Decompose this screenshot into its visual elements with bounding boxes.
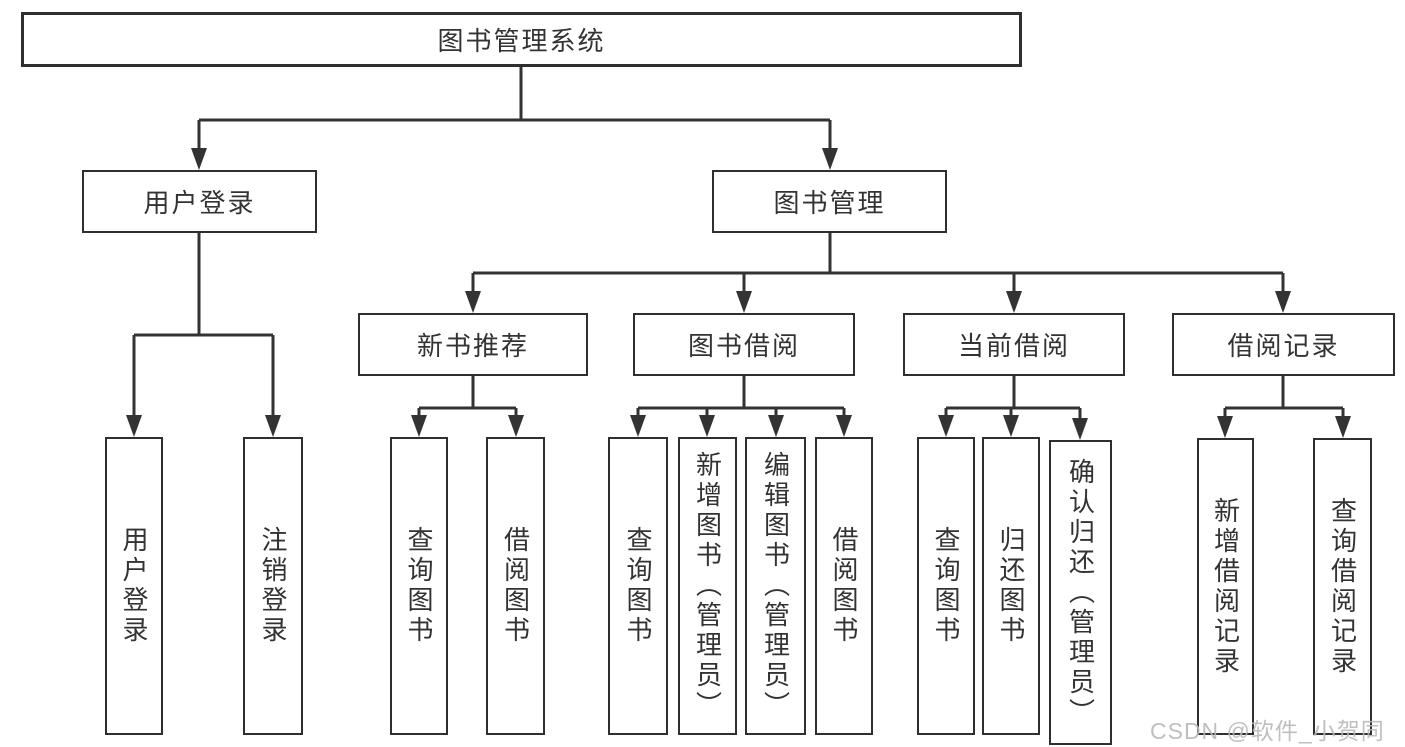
leaf-query-books-borrow: 查询图书: [608, 437, 668, 735]
leaf-return-book: 归还图书: [982, 437, 1040, 735]
leaf-edit-book-admin: 编辑图书（管理员）: [745, 437, 806, 735]
node-current-borrow: 当前借阅: [903, 313, 1125, 376]
leaf-add-book-admin: 新增图书（管理员）: [678, 437, 737, 735]
leaf-confirm-return-admin: 确认归还（管理员）: [1049, 440, 1112, 745]
node-book-management: 图书管理: [712, 170, 947, 233]
node-library-management-system: 图书管理系统: [21, 12, 1022, 67]
leaf-logout: 注销登录: [243, 437, 303, 735]
leaf-user-login: 用户登录: [105, 437, 163, 735]
leaf-borrow-books-borrow: 借阅图书: [815, 437, 873, 735]
node-new-book-recommend: 新书推荐: [358, 313, 588, 376]
leaf-borrow-books-recommend: 借阅图书: [486, 437, 545, 735]
leaf-add-borrow-record: 新增借阅记录: [1197, 438, 1254, 735]
node-book-borrow: 图书借阅: [633, 313, 855, 376]
csdn-watermark: CSDN @软件_小贺同学: [1150, 718, 1385, 744]
node-user-login: 用户登录: [82, 170, 317, 233]
leaf-query-borrow-record: 查询借阅记录: [1313, 438, 1372, 735]
arrowheads: [126, 148, 1351, 440]
leaf-query-books-current: 查询图书: [917, 437, 975, 735]
node-borrow-records: 借阅记录: [1172, 313, 1395, 376]
leaf-query-books-recommend: 查询图书: [390, 437, 448, 735]
